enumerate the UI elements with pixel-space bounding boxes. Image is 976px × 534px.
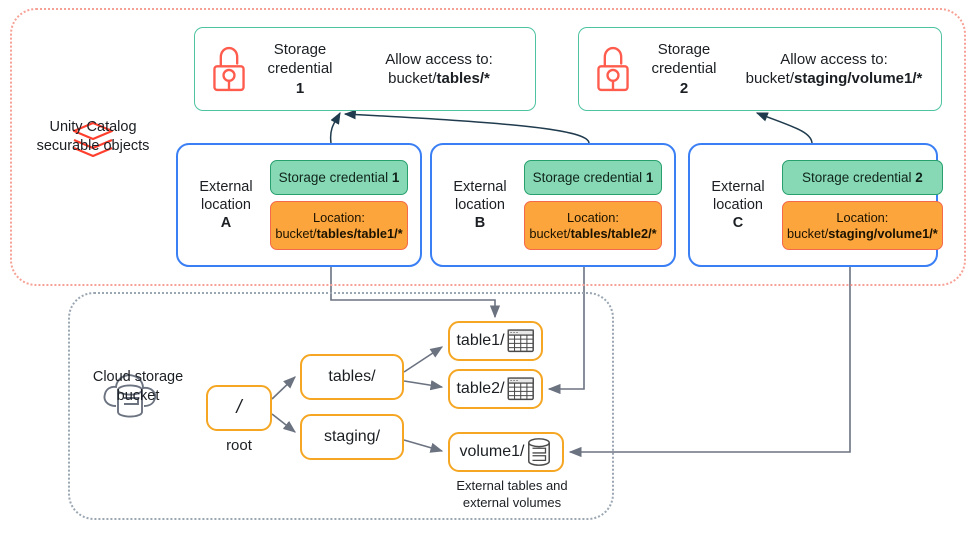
- table-grid-icon: [507, 377, 535, 401]
- open-padlock-icon: [209, 44, 249, 94]
- allow-label: Allow access to:: [780, 50, 888, 68]
- location-chip-c[interactable]: Location: bucket/staging/volume1/*: [782, 200, 943, 251]
- location-bold: staging/volume1/*: [828, 225, 938, 241]
- allow-prefix: bucket/: [388, 70, 437, 87]
- leaf-caption-line2: external volumes: [462, 494, 562, 510]
- external-location-card-b[interactable]: External location B Storage credential 1…: [430, 143, 676, 267]
- location-chip-b[interactable]: Location: bucket/tables/table2/*: [524, 200, 662, 251]
- uc-caption-line1: Unity Catalog: [49, 119, 137, 135]
- extloc-line1: External: [711, 178, 765, 195]
- credential-title-line2: credential: [651, 60, 717, 78]
- credential-title-line1: Storage: [657, 41, 711, 59]
- credential-title-line2: credential: [267, 60, 333, 78]
- credential-title-line1: Storage: [273, 41, 327, 59]
- external-location-card-c[interactable]: External location C Storage credential 2…: [688, 143, 943, 267]
- databricks-layers-icon: [70, 118, 116, 164]
- allow-path: bucket/staging/volume1/*: [735, 69, 933, 89]
- location-label: Location:: [836, 209, 889, 225]
- location-prefix: bucket/: [787, 225, 829, 241]
- chip-number: 1: [391, 169, 400, 185]
- credential-chip-b[interactable]: Storage credential 1: [524, 159, 662, 195]
- chip-number: 2: [915, 169, 923, 185]
- location-path: bucket/tables/table2/*: [529, 226, 657, 242]
- database-cylinder-icon: [526, 437, 552, 467]
- allow-prefix: bucket/: [745, 70, 794, 87]
- external-location-label-a: External location A: [184, 178, 268, 232]
- unity-catalog-caption: Unity Catalog securable objects: [18, 118, 168, 156]
- cloud-storage-group-container: [68, 292, 614, 520]
- tree-node-tables-label: tables/: [328, 368, 376, 385]
- chip-prefix: Storage credential: [278, 169, 392, 185]
- extloc-chip-stack-c: Storage credential 2 Location: bucket/st…: [780, 150, 955, 261]
- location-chip-a[interactable]: Location: bucket/tables/table1/*: [270, 200, 408, 251]
- leaf-caption-line1: External tables and: [456, 478, 568, 493]
- allow-path: bucket/tables/*: [351, 69, 527, 89]
- chip-number: 1: [645, 169, 654, 185]
- tree-node-tables[interactable]: tables/: [300, 354, 404, 400]
- tree-node-table2-label: table2/: [456, 380, 505, 397]
- extloc-chip-stack-a: Storage credential 1 Location: bucket/ta…: [268, 150, 420, 261]
- tree-node-root[interactable]: /: [206, 385, 272, 431]
- extloc-chip-stack-b: Storage credential 1 Location: bucket/ta…: [522, 150, 674, 261]
- tree-node-table2[interactable]: table2/: [448, 369, 543, 409]
- location-label: Location:: [567, 209, 619, 225]
- credential-title-2: Storage credential 2: [641, 40, 727, 98]
- extloc-line1: External: [199, 178, 253, 195]
- location-path: bucket/staging/volume1/*: [787, 226, 938, 242]
- tree-node-volume1[interactable]: volume1/: [448, 432, 564, 472]
- credential-allow-2: Allow access to: bucket/staging/volume1/…: [727, 50, 941, 89]
- external-location-label-c: External location C: [696, 178, 780, 232]
- cloud-caption-line1: Cloud storage: [92, 369, 184, 385]
- storage-credential-card-2[interactable]: Storage credential 2 Allow access to: bu…: [578, 27, 942, 111]
- tree-node-staging-label: staging/: [323, 428, 381, 445]
- tree-node-table1[interactable]: table1/: [448, 321, 543, 361]
- cloud-database-icon: [96, 368, 164, 424]
- external-location-card-a[interactable]: External location A Storage credential 1…: [176, 143, 422, 267]
- tree-node-staging[interactable]: staging/: [300, 414, 404, 460]
- chip-prefix: Storage credential: [532, 169, 646, 185]
- extloc-line2: location: [201, 196, 251, 213]
- location-bold: tables/table1/*: [316, 225, 403, 241]
- allow-label: Allow access to:: [385, 50, 493, 68]
- cloud-storage-caption: Cloud storage bucket: [62, 368, 214, 406]
- uc-caption-line2: securable objects: [36, 137, 150, 154]
- credential-number: 2: [679, 79, 689, 97]
- credential-chip-c[interactable]: Storage credential 2: [782, 159, 943, 195]
- allow-bold: tables/*: [436, 70, 490, 87]
- credential-title-1: Storage credential 1: [257, 40, 343, 98]
- location-prefix: bucket/: [275, 225, 317, 241]
- extloc-letter: C: [732, 215, 744, 232]
- location-label: Location:: [313, 209, 365, 225]
- tree-node-root-label: /: [236, 397, 242, 418]
- extloc-line2: location: [713, 196, 763, 213]
- credential-number: 1: [295, 79, 305, 97]
- location-bold: tables/table2/*: [570, 225, 657, 241]
- unity-catalog-group-container: [10, 8, 966, 286]
- tree-node-volume1-label: volume1/: [459, 443, 525, 460]
- extloc-letter: B: [474, 215, 486, 232]
- credential-allow-1: Allow access to: bucket/tables/*: [343, 50, 535, 89]
- extloc-line1: External: [453, 178, 507, 195]
- allow-bold: staging/volume1/*: [794, 70, 923, 87]
- external-location-label-b: External location B: [438, 178, 522, 232]
- table-grid-icon: [507, 329, 535, 353]
- external-tables-volumes-caption: External tables and external volumes: [432, 478, 592, 512]
- location-prefix: bucket/: [529, 225, 571, 241]
- storage-credential-card-1[interactable]: Storage credential 1 Allow access to: bu…: [194, 27, 536, 111]
- chip-prefix: Storage credential: [801, 169, 916, 185]
- extloc-letter: A: [220, 215, 232, 232]
- cloud-caption-line2: bucket: [116, 387, 160, 404]
- open-padlock-icon: [593, 44, 633, 94]
- location-path: bucket/tables/table1/*: [275, 226, 403, 242]
- root-caption: root: [226, 437, 252, 454]
- credential-chip-a[interactable]: Storage credential 1: [270, 159, 408, 195]
- extloc-line2: location: [455, 196, 505, 213]
- tree-node-table1-label: table1/: [456, 332, 505, 349]
